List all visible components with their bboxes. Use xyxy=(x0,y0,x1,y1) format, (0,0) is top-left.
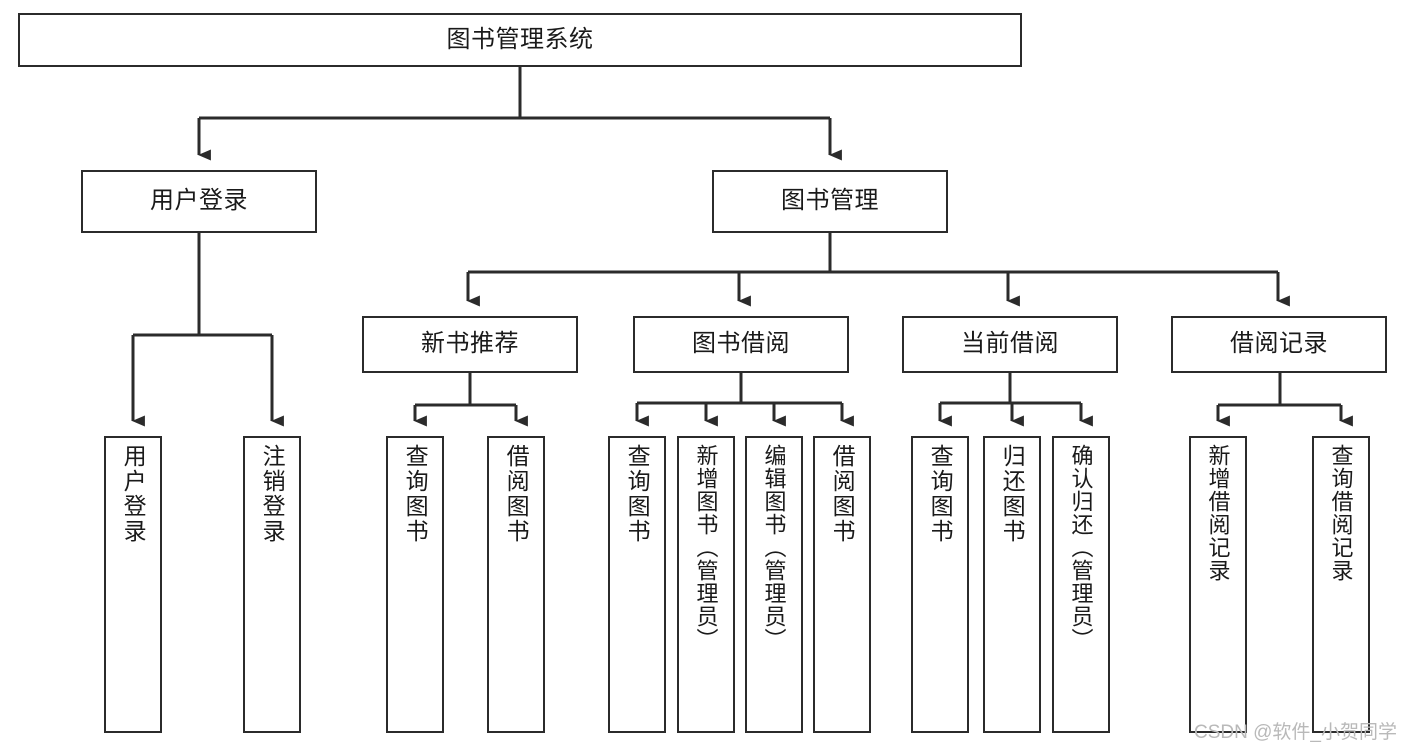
node-leaf-query-books-current[interactable]: 查询图书 xyxy=(911,436,969,733)
node-leaf-query-books-borrow[interactable]: 查询图书 xyxy=(608,436,666,733)
node-leaf-query-borrow-record[interactable]: 查询借阅记录 xyxy=(1312,436,1370,733)
edges-current-borrow-to-leaves xyxy=(938,373,1093,427)
node-leaf-borrow-books[interactable]: 借阅图书 xyxy=(813,436,871,733)
node-leaf-return-books[interactable]: 归还图书 xyxy=(983,436,1041,733)
node-label: 查询图书 xyxy=(927,444,954,544)
node-label: 归还图书 xyxy=(999,444,1026,544)
node-label: 借阅记录 xyxy=(1230,330,1328,358)
edges-root-to-level2 xyxy=(197,67,842,161)
node-root-book-management-system[interactable]: 图书管理系统 xyxy=(18,13,1022,67)
csdn-watermark: CSDN @软件_小贺同学 xyxy=(1194,722,1397,743)
node-borrowing-records[interactable]: 借阅记录 xyxy=(1171,316,1387,373)
node-label: 图书借阅 xyxy=(692,330,790,358)
node-label: 图书管理系统 xyxy=(446,25,594,53)
node-leaf-user-login[interactable]: 用户登录 xyxy=(104,436,162,733)
edges-book-borrow-to-leaves xyxy=(635,373,854,427)
node-leaf-logout[interactable]: 注销登录 xyxy=(243,436,301,733)
node-label: 当前借阅 xyxy=(961,330,1059,358)
node-label: 注销登录 xyxy=(259,444,286,544)
node-new-book-recommendation[interactable]: 新书推荐 xyxy=(362,316,578,373)
node-label: 用户登录 xyxy=(150,187,248,215)
node-label: 图书管理 xyxy=(781,187,879,215)
node-book-management[interactable]: 图书管理 xyxy=(712,170,948,233)
node-leaf-edit-book-admin[interactable]: 编辑图书（管理员） xyxy=(745,436,803,733)
edges-user-login-to-leaves xyxy=(131,233,284,427)
node-label: 用户登录 xyxy=(120,444,147,544)
node-leaf-query-books-rec[interactable]: 查询图书 xyxy=(386,436,444,733)
node-user-login[interactable]: 用户登录 xyxy=(81,170,317,233)
node-label: 查询图书 xyxy=(624,444,651,544)
node-book-borrowing[interactable]: 图书借阅 xyxy=(633,316,849,373)
node-leaf-borrow-books-rec[interactable]: 借阅图书 xyxy=(487,436,545,733)
edges-new-book-rec-to-leaves xyxy=(413,373,528,427)
node-label: 查询图书 xyxy=(402,444,429,544)
node-leaf-add-borrow-record[interactable]: 新增借阅记录 xyxy=(1189,436,1247,733)
node-label: 新书推荐 xyxy=(421,330,519,358)
edges-borrow-record-to-leaves xyxy=(1216,373,1353,427)
edges-book-mgmt-to-level3 xyxy=(466,233,1290,307)
node-label: 编辑图书（管理员） xyxy=(761,444,787,651)
node-label: 新增图书（管理员） xyxy=(693,444,719,651)
node-label: 确认归还（管理员） xyxy=(1068,444,1094,651)
node-label: 新增借阅记录 xyxy=(1205,444,1231,582)
node-current-borrowing[interactable]: 当前借阅 xyxy=(902,316,1118,373)
node-leaf-add-book-admin[interactable]: 新增图书（管理员） xyxy=(677,436,735,733)
node-label: 借阅图书 xyxy=(829,444,856,544)
node-leaf-confirm-return-admin[interactable]: 确认归还（管理员） xyxy=(1052,436,1110,733)
node-label: 查询借阅记录 xyxy=(1328,444,1354,582)
node-label: 借阅图书 xyxy=(503,444,530,544)
